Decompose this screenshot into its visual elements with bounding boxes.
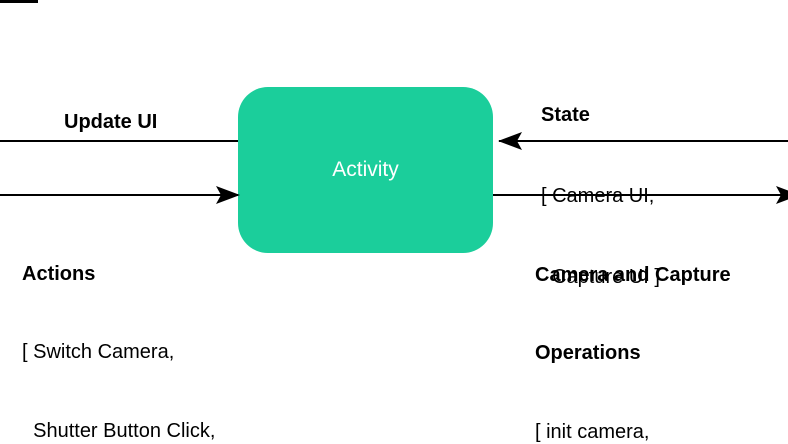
operations-line: [ init camera, (535, 421, 650, 444)
arrowhead-right-clipped-icon (776, 186, 788, 204)
arrowhead-right-icon (216, 186, 240, 204)
actions-line: Shutter Button Click, (22, 420, 216, 443)
state-label-block: State [ Camera UI, Capture UI ] (541, 48, 660, 345)
state-line: [ Camera UI, (541, 185, 655, 207)
update-ui-label: Update UI (64, 111, 158, 133)
state-line (499, 140, 788, 142)
actions-line: [ Switch Camera, (22, 341, 175, 364)
activity-box: Activity (238, 87, 493, 253)
arrowhead-left-icon (498, 132, 522, 150)
actions-label-block: Actions [ Switch Camera, Shutter Button … (22, 208, 264, 444)
state-title: State (541, 104, 590, 126)
actions-title: Actions (22, 262, 96, 285)
operations-title-line2: Operations (535, 342, 641, 365)
update-ui-line (0, 140, 240, 142)
operations-label-block: Camera and Capture Operations [ init cam… (535, 209, 731, 444)
operations-title-line1: Camera and Capture (535, 263, 731, 286)
activity-label: Activity (332, 158, 399, 181)
state-line: Capture UI ] (541, 266, 660, 288)
top-left-crop-bar (0, 0, 38, 3)
